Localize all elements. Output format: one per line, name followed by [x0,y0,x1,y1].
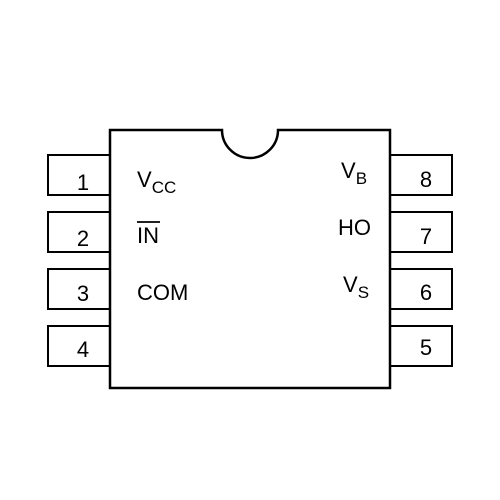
pin-6-signal-subscript: S [358,283,369,302]
pin-2-number: 2 [77,226,89,251]
pin-7-signal-label: HO [338,215,371,240]
pin-6-number: 6 [420,280,432,305]
ic-package-body [108,128,392,390]
pin-8-box [389,154,453,196]
pin-4-number: 4 [77,337,89,362]
pin-1-signal-subscript: CC [152,178,177,197]
pin-2-box [47,211,111,253]
pin-8-number: 8 [420,167,432,192]
pin-8-signal-subscript: B [356,169,367,188]
pin-1-box [47,154,111,196]
pin-6-signal-label: VS [343,272,369,302]
pin-1-number: 1 [77,170,89,195]
pin-2-signal-label: IN [137,223,159,248]
pin-6-signal-main: V [343,272,358,297]
pin-4-box [47,325,111,367]
pin-5-number: 5 [420,335,432,360]
pin-1-signal-label: VCC [137,167,176,197]
pin-3-number: 3 [77,281,89,306]
pin-3-box [47,268,111,310]
pin-7-box [389,211,453,253]
pin-7-number: 7 [420,224,432,249]
pin-8-signal-label: VB [341,158,367,188]
pin-3-signal-label: COM [137,280,188,305]
pin-8-signal-main: V [341,158,356,183]
pin-6-box [389,268,453,310]
pin-5-box [389,325,453,367]
pin-1-signal-main: V [137,167,152,192]
